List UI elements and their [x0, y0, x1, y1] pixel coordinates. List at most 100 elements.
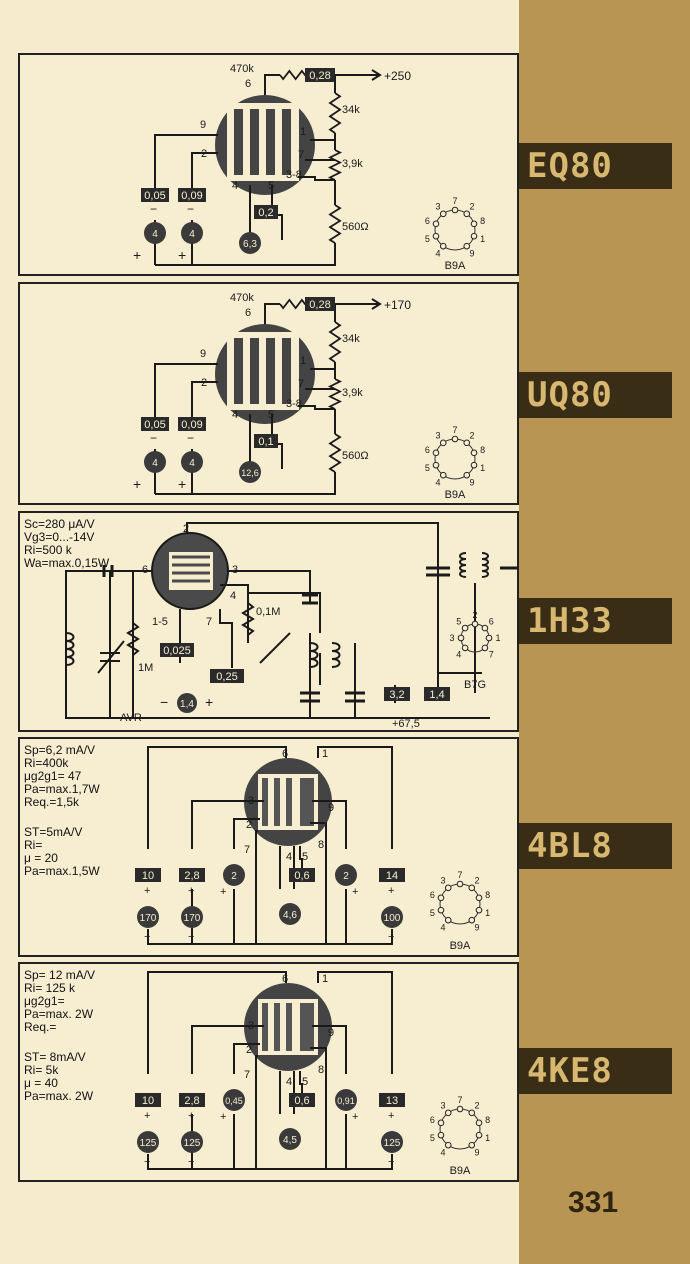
- wire: [298, 176, 335, 181]
- pin-label: 7: [206, 616, 212, 628]
- base-pin: [481, 624, 489, 632]
- base-pin: [456, 880, 464, 888]
- wire: [371, 69, 382, 81]
- base-pin-label: 7: [457, 870, 462, 880]
- resistor-label: 34k: [342, 104, 360, 116]
- pin-label: 7: [298, 149, 304, 161]
- value-box-bg: [254, 205, 278, 219]
- value-circle: 100: [384, 913, 401, 924]
- base-pin-label: 8: [480, 216, 485, 226]
- base-pin-label: 7: [452, 425, 457, 435]
- plus-sign: +: [205, 694, 213, 710]
- base-pin: [468, 1109, 476, 1117]
- value-circle-bg: [181, 1131, 203, 1153]
- value-circle-bg: [335, 1089, 357, 1111]
- value-circle: 4: [189, 229, 195, 240]
- value-circle-bg: [137, 1131, 159, 1153]
- pin-label: 2: [246, 819, 252, 831]
- value-circle-bg: [381, 906, 403, 928]
- supply-label: +170: [384, 298, 411, 312]
- base-pin-label: 2: [470, 431, 475, 441]
- value-box: 14: [386, 870, 398, 882]
- pin-label: 7: [244, 1069, 250, 1081]
- wire: [328, 321, 342, 363]
- value-circle-bg: [279, 1128, 301, 1150]
- wire: [191, 800, 264, 849]
- pin-label: 1: [322, 748, 328, 760]
- pin-label: 2: [201, 377, 207, 389]
- value-circle-bg: [181, 906, 203, 928]
- minus-sign: −: [144, 931, 150, 943]
- base-type: B9A: [445, 489, 466, 501]
- value-box-bg: [141, 188, 169, 202]
- plus-sign: +: [133, 476, 141, 492]
- base-pin-label: 4: [440, 1147, 445, 1157]
- spec-line: Pa=max. 2W: [24, 1089, 94, 1103]
- base-pin: [461, 624, 469, 632]
- pin-label: 5: [302, 851, 308, 863]
- supply-label: +250: [384, 69, 411, 83]
- value-circle: 170: [140, 913, 157, 924]
- spec-line: Wa=max.0,15W: [24, 556, 110, 570]
- pin-label: 3: [248, 795, 254, 807]
- wire: [255, 1055, 258, 1169]
- base-pin: [470, 232, 478, 240]
- base-pin-label: 2: [475, 1101, 480, 1111]
- base-pin-label: 4: [456, 649, 461, 659]
- value-box: 10: [142, 1095, 154, 1107]
- electrode: [286, 1003, 292, 1051]
- pin-label: 9: [200, 119, 206, 131]
- wire: [154, 134, 218, 195]
- electrode: [250, 109, 259, 175]
- pin-label: 6: [282, 748, 288, 760]
- pin-label: 4: [232, 409, 238, 421]
- base-pin: [461, 644, 469, 652]
- base-pin: [439, 439, 447, 447]
- value-box: 1,4: [429, 689, 444, 701]
- wire: [191, 152, 218, 195]
- pin-label: 6: [245, 307, 251, 319]
- value-box: 0,09: [181, 419, 202, 431]
- pin-label: 5: [268, 180, 274, 192]
- tab-4bl8: 4BL8: [519, 823, 672, 869]
- electrode: [274, 1003, 280, 1051]
- base-pin-label: 3: [435, 202, 440, 212]
- wire: [327, 378, 343, 410]
- value-circle-bg: [144, 451, 166, 473]
- base-pin-label: 8: [485, 1115, 490, 1125]
- pin-label: 2: [246, 1044, 252, 1056]
- base-pin-label: 8: [480, 445, 485, 455]
- value-box-bg: [289, 868, 315, 882]
- value-circle: 4: [189, 458, 195, 469]
- panel-4bl8: Sp=6,2 mA/V Ri=400k μg2g1= 47 Pa=max.1,7…: [18, 737, 519, 957]
- tab-4ke8: 4KE8: [519, 1048, 672, 1094]
- resistor-label: 3,9k: [342, 387, 363, 399]
- value-circle-bg: [239, 232, 261, 254]
- minus-sign: −: [388, 931, 394, 943]
- pin-label: 2: [183, 523, 189, 535]
- resistor-label: 470k: [230, 63, 254, 75]
- spec-line: Sp=6,2 mA/V: [24, 743, 96, 757]
- plus-sign: +: [144, 885, 150, 897]
- base-pin: [437, 894, 445, 902]
- avr-label: AVR: [120, 712, 142, 724]
- electrode: [300, 778, 314, 826]
- base-pin: [468, 1141, 476, 1149]
- base-pin: [456, 1105, 464, 1113]
- value-circle-bg: [335, 864, 357, 886]
- wire: [147, 1154, 393, 1170]
- value-box: 3,2: [389, 689, 404, 701]
- value-box-bg: [305, 68, 335, 82]
- plus-sign: +: [188, 1110, 194, 1122]
- base-pin: [437, 906, 445, 914]
- pin-label: 1: [300, 126, 306, 138]
- pin-label: 2: [201, 148, 207, 160]
- wire: [310, 822, 327, 944]
- plus-sign: +: [133, 247, 141, 263]
- spec-line: μ = 20: [24, 851, 58, 865]
- plus-sign: +: [388, 885, 394, 897]
- electrode: [282, 109, 291, 175]
